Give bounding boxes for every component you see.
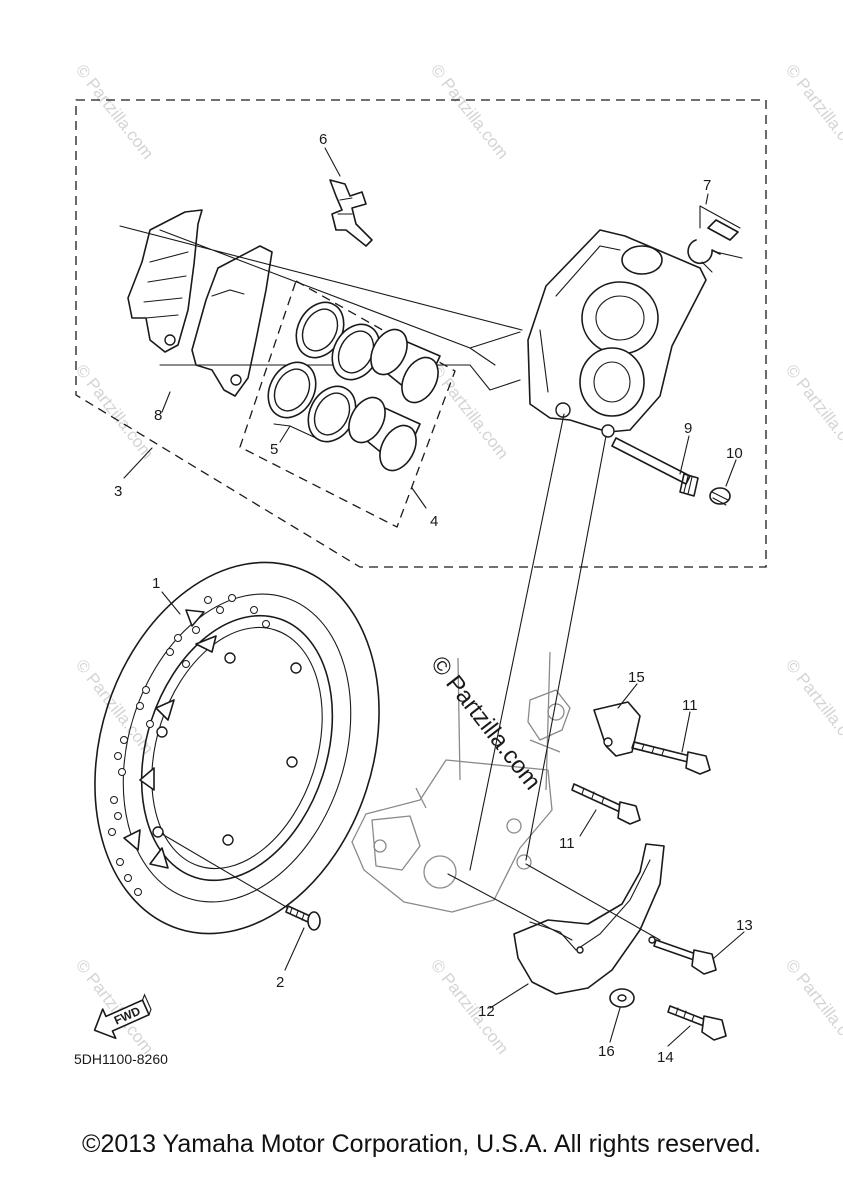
callout-12: 12	[478, 1003, 495, 1020]
bleed-screw-part	[687, 205, 743, 273]
front-fork-leg	[351, 651, 571, 913]
caliper-bolt-upper	[631, 741, 711, 775]
watermark-tile: © Partzilla.com	[427, 956, 513, 1058]
watermark-tile: © Partzilla.com	[782, 61, 843, 163]
callout-11-lower: 11	[559, 835, 575, 852]
callout-leader-lines	[123, 147, 745, 1047]
guard-bolt-lower	[667, 1005, 727, 1041]
watermark-tile: © Partzilla.com	[782, 361, 843, 463]
guard-bolt-upper	[653, 939, 717, 975]
callout-11-upper: 11	[682, 697, 698, 714]
diagram-code: 5DH1100-8260	[74, 1051, 168, 1067]
callout-5: 5	[270, 441, 278, 458]
watermark-tile: © Partzilla.com	[72, 361, 158, 463]
callout-7: 7	[703, 177, 711, 194]
watermark-tile: © Partzilla.com	[72, 656, 158, 758]
pad-guide-lines	[119, 225, 523, 391]
watermark-tile: © Partzilla.com	[782, 656, 843, 758]
callout-3: 3	[114, 483, 122, 500]
callout-1: 1	[152, 575, 160, 592]
disc-guard-part	[513, 843, 665, 995]
brake-caliper-body	[527, 229, 707, 438]
caliper-piston-set	[348, 328, 441, 472]
callout-10: 10	[726, 445, 743, 462]
watermark-tiles: © Partzilla.com © Partzilla.com © Partzi…	[72, 61, 843, 1058]
brake-disc-part	[94, 561, 380, 935]
callout-8: 8	[154, 407, 162, 424]
watermark-tile: © Partzilla.com	[72, 61, 158, 163]
pad-spring-part	[329, 179, 373, 247]
callout-14: 14	[657, 1049, 674, 1066]
caliper-mount-guide-line	[469, 413, 607, 871]
watermark-tile: © Partzilla.com	[782, 956, 843, 1058]
callout-13: 13	[736, 917, 753, 934]
caliper-pin-part	[611, 437, 699, 497]
disc-vent-slots	[123, 609, 217, 869]
caliper-assembly-boundary	[75, 99, 767, 568]
brake-pad-set	[127, 209, 273, 397]
pin-plug-part	[709, 487, 731, 506]
callout-9: 9	[684, 420, 692, 437]
piston-seal-set	[267, 301, 381, 443]
washer-part	[609, 988, 635, 1008]
callout-15: 15	[628, 669, 645, 686]
watermark-tile: © Partzilla.com	[427, 61, 513, 163]
disc-drill-holes	[108, 594, 270, 896]
brake-hose-bracket-part	[593, 701, 641, 757]
copyright-notice: ©2013 Yamaha Motor Corporation, U.S.A. A…	[82, 1130, 761, 1158]
callout-2: 2	[276, 974, 284, 991]
caliper-bolt-lower	[571, 783, 641, 825]
disc-bolt-part	[161, 833, 321, 931]
callout-6: 6	[319, 131, 327, 148]
callout-16: 16	[598, 1043, 615, 1060]
callout-4: 4	[430, 513, 438, 530]
